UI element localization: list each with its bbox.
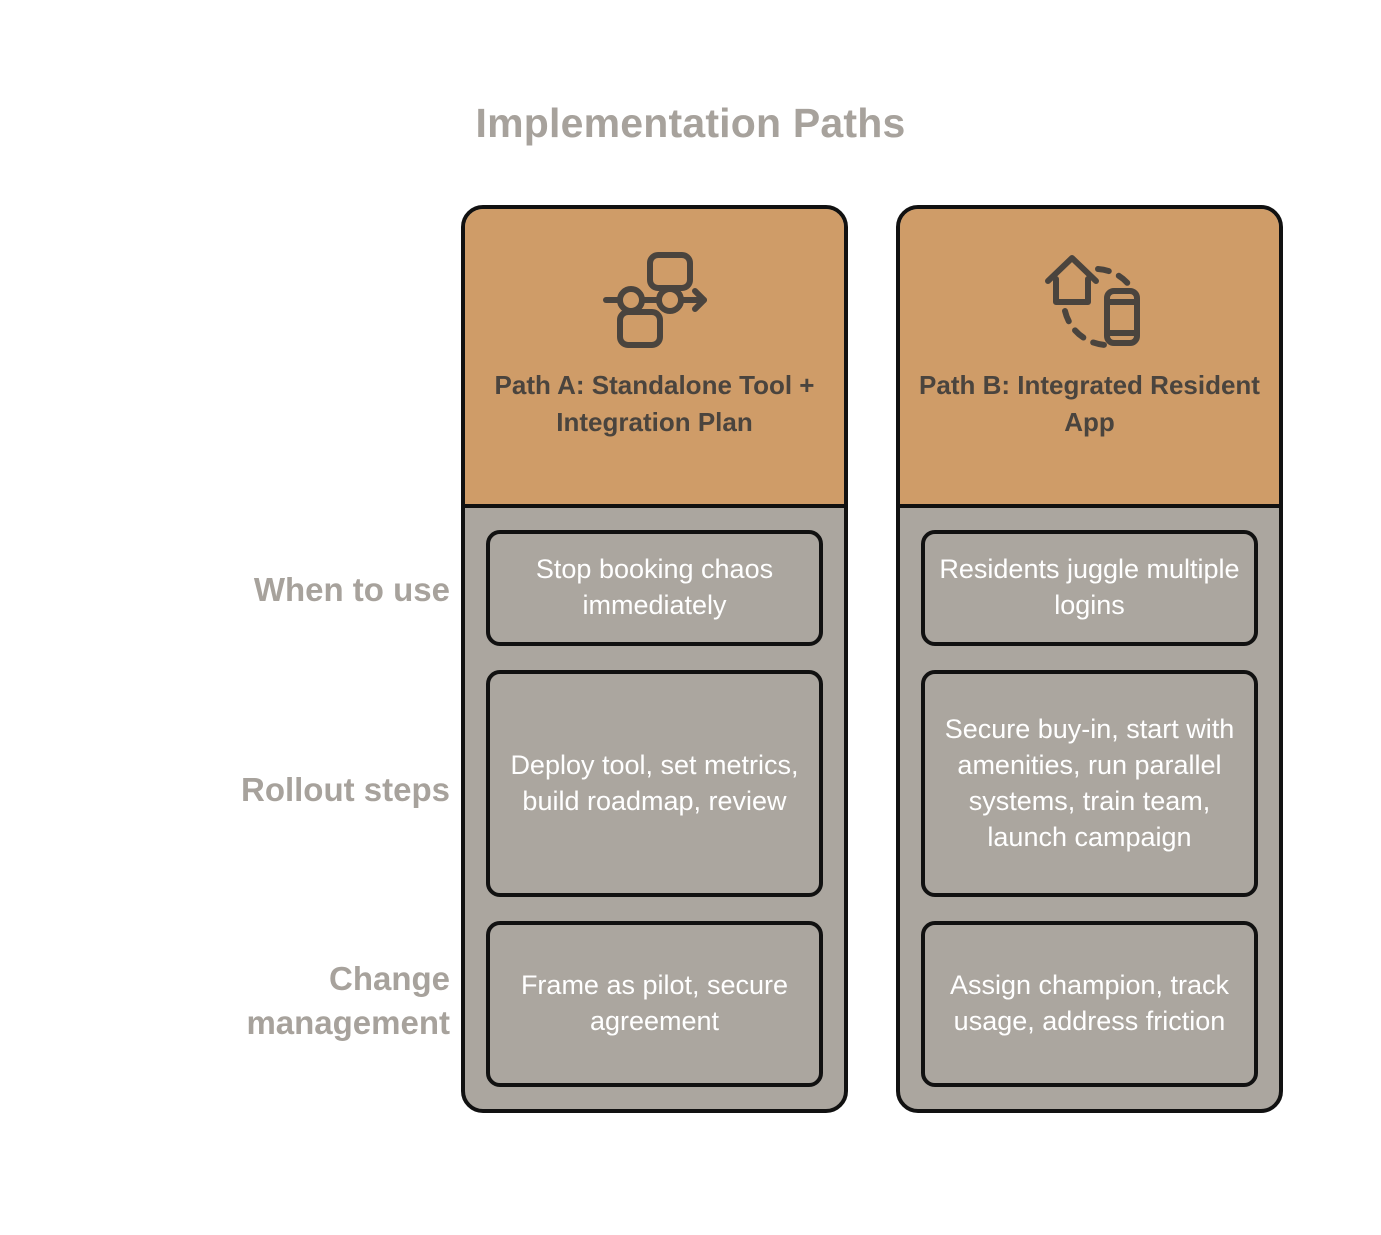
- path-a-header: Path A: Standalone Tool + Integration Pl…: [465, 209, 844, 508]
- page-title: Implementation Paths: [475, 100, 906, 146]
- cell-a-change-management[interactable]: Frame as pilot, secure agreement: [486, 921, 823, 1087]
- row-label-rollout-steps: Rollout steps: [240, 771, 450, 808]
- cell-a-when-to-use[interactable]: Stop booking chaos immediately: [486, 530, 823, 647]
- path-b-title: Path B: Integrated Resident App: [919, 370, 1260, 437]
- cell-b-when-to-use[interactable]: Residents juggle multiple logins: [921, 530, 1258, 647]
- path-a-cells: Stop booking chaos immediately Deploy to…: [465, 508, 844, 1109]
- path-column-a[interactable]: Path A: Standalone Tool + Integration Pl…: [461, 205, 848, 1113]
- path-a-title: Path A: Standalone Tool + Integration Pl…: [494, 370, 815, 437]
- cell-b-change-management[interactable]: Assign champion, track usage, address fr…: [921, 921, 1258, 1087]
- house-phone-sync-icon: [1030, 245, 1150, 355]
- cell-b-rollout-steps[interactable]: Secure buy-in, start with amenities, run…: [921, 670, 1258, 898]
- path-b-header: Path B: Integrated Resident App: [900, 209, 1279, 508]
- row-label-when-to-use: When to use: [253, 571, 450, 608]
- path-b-cells: Residents juggle multiple logins Secure …: [900, 508, 1279, 1109]
- cell-a-rollout-steps[interactable]: Deploy tool, set metrics, build roadmap,…: [486, 670, 823, 898]
- path-column-b[interactable]: Path B: Integrated Resident App Resident…: [896, 205, 1283, 1113]
- workflow-nodes-icon: [595, 245, 715, 355]
